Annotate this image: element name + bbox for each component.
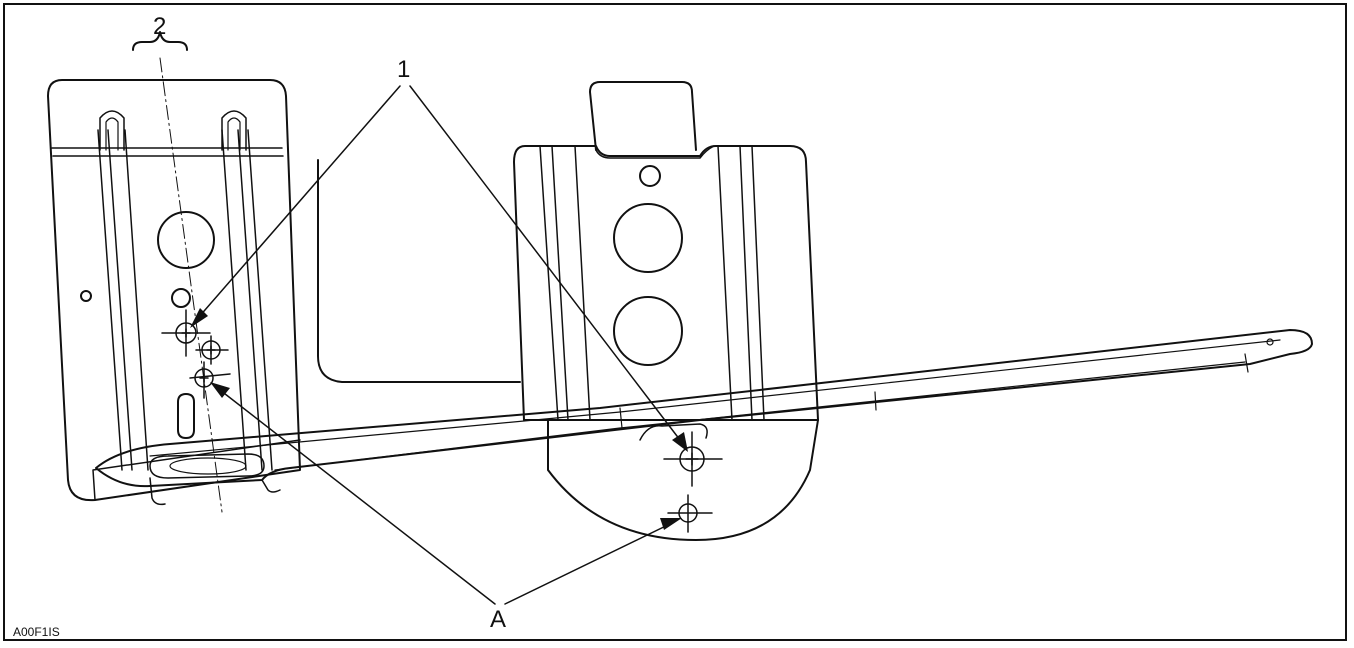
figure-code: A00F1IS [13,625,60,639]
callout-a: A [490,606,507,633]
figure-frame [3,3,1347,641]
callout-1: 1 [397,56,411,83]
left-bracket [47,79,301,502]
callout-2: 2 [153,13,167,40]
right-bracket [317,81,819,541]
leader-lines [197,85,681,605]
brace [132,31,188,51]
hole-markers [161,309,723,533]
centerline [159,57,223,513]
arrowheads [190,308,688,530]
long-arm [95,329,1313,506]
